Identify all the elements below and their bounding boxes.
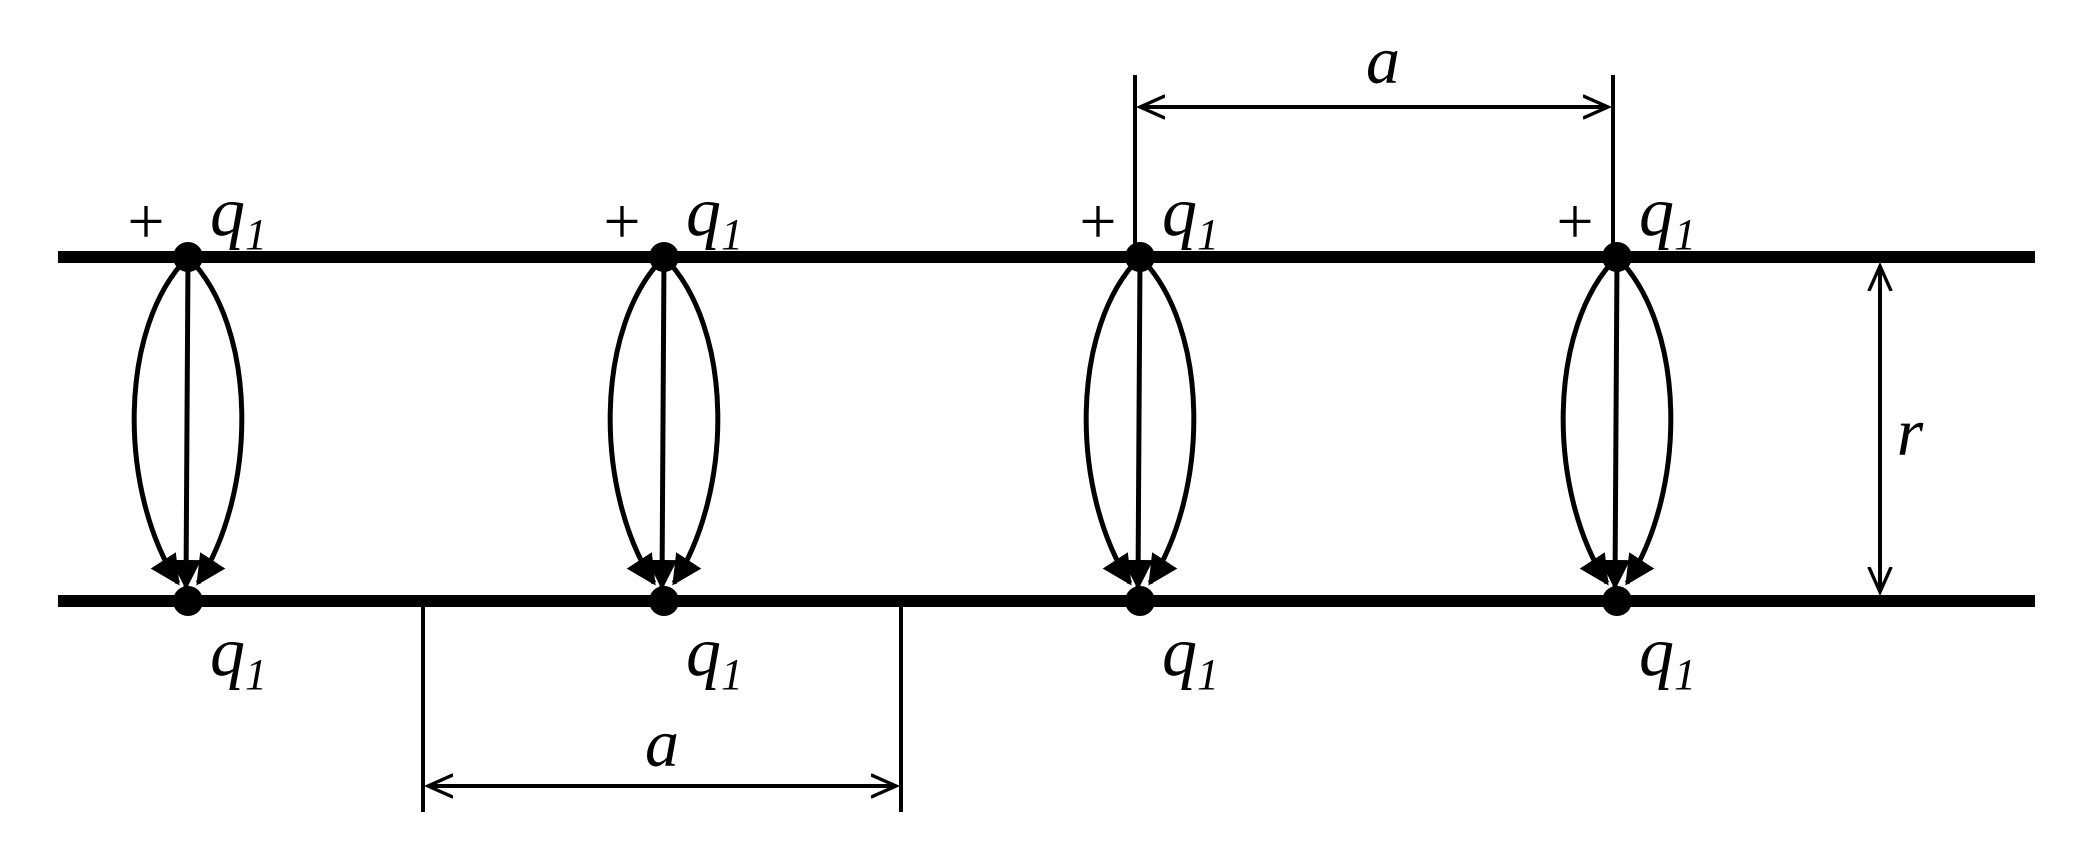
field-line-center (171, 256, 202, 590)
field-line-left (1083, 255, 1142, 586)
spacing-label-top: a (1366, 22, 1400, 98)
bottom-charge-label: q1 (686, 614, 743, 699)
field-line-left (607, 255, 666, 586)
field-line-left (1560, 255, 1619, 586)
field-line-center (647, 256, 678, 590)
positive-charge (173, 242, 203, 272)
negative-charge (1125, 586, 1155, 616)
field-line-center (1123, 256, 1154, 590)
charge-pairs: +q1−q1+q1−q1+q1−q1+q1−q1 (127, 174, 1696, 699)
bottom-charge-label: q1 (1639, 614, 1696, 699)
positive-charge (1602, 242, 1632, 272)
negative-charge (649, 586, 679, 616)
field-line-right (186, 255, 245, 586)
top-sign: + (603, 185, 640, 258)
spacing-label-bottom: a (645, 705, 679, 781)
positive-charge (649, 242, 679, 272)
separation-dimension: r (1880, 266, 1924, 592)
field-line-center (1600, 256, 1631, 590)
field-line-right (662, 255, 721, 586)
spacing-dimension-bottom: a (421, 606, 903, 812)
negative-charge (173, 586, 203, 616)
top-sign: + (1079, 185, 1116, 258)
top-charge-label: q1 (210, 174, 267, 259)
top-charge-label: q1 (1639, 174, 1696, 259)
top-sign: + (1556, 185, 1593, 258)
top-sign: + (127, 185, 164, 258)
top-charge-label: q1 (1162, 174, 1219, 259)
bottom-charge-label: q1 (210, 614, 267, 699)
top-charge-label: q1 (686, 174, 743, 259)
spacing-dimension-top: a (1133, 22, 1615, 252)
negative-charge (1602, 586, 1632, 616)
separation-label: r (1897, 394, 1924, 470)
bottom-sign: − (603, 565, 640, 638)
field-line-left (131, 255, 190, 586)
bottom-sign: − (1556, 565, 1593, 638)
bottom-charge-label: q1 (1162, 614, 1219, 699)
field-line-right (1138, 255, 1197, 586)
bottom-sign: − (127, 565, 164, 638)
positive-charge (1125, 242, 1155, 272)
field-line-right (1615, 255, 1674, 586)
bottom-sign: − (1079, 565, 1116, 638)
